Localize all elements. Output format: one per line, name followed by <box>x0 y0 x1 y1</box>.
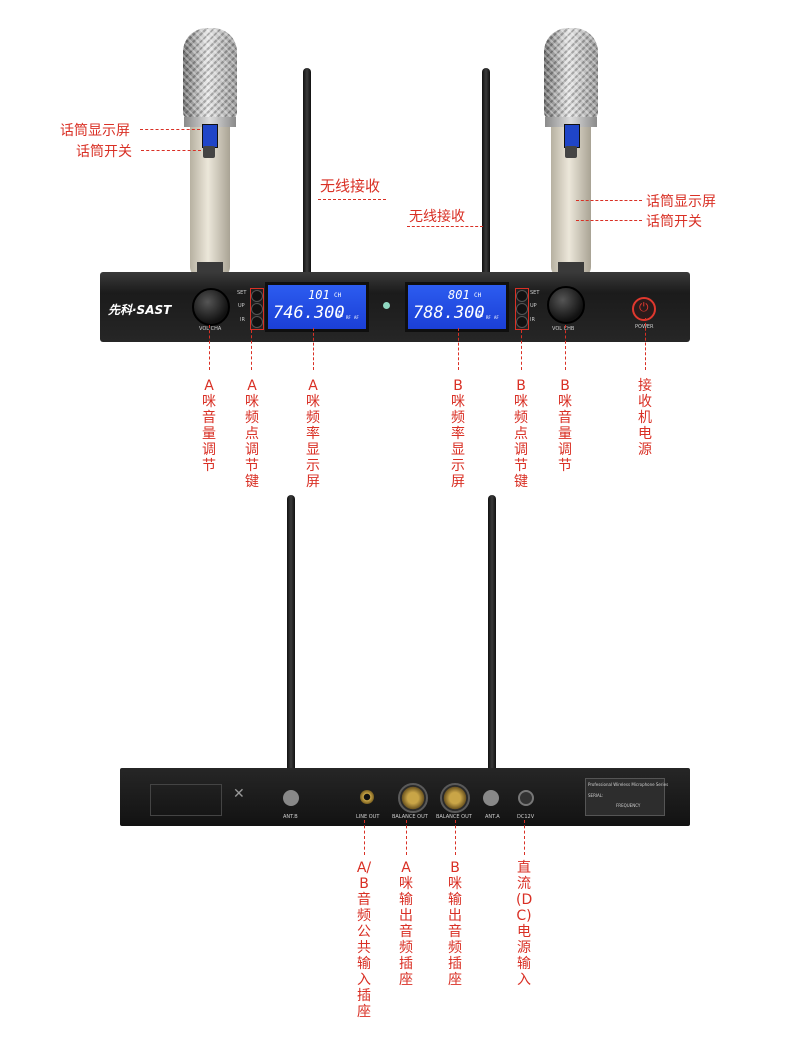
plate-frequency: FREQUENCY <box>616 803 641 808</box>
lcd-b-af: AF <box>494 315 499 320</box>
balance-out-b-jack[interactable] <box>440 783 470 813</box>
receiver-rear-panel: ✕ ANT.B LINE OUT BALANCE OUT BALANCE OUT… <box>120 768 690 826</box>
mic-a-screen <box>202 124 218 148</box>
rear-antenna-b <box>287 495 295 795</box>
lcd-a-frequency: 746.300 <box>273 303 345 323</box>
channel-a-buttons <box>250 288 264 330</box>
ir-indicator <box>383 302 390 309</box>
callout-line-out: A/B音频公共输入插座 <box>356 860 372 1020</box>
plate-title: Professional Wireless Microphone Series <box>588 782 669 787</box>
set-b-button[interactable] <box>516 290 528 302</box>
dc-in-jack[interactable] <box>518 790 534 806</box>
callout-dc-in: 直流(DC)电源输入 <box>516 860 533 988</box>
ir-b-button[interactable] <box>516 316 528 328</box>
balance-out-a-label: BALANCE OUT <box>392 814 428 820</box>
power-icon: ⏻ <box>639 300 649 314</box>
line-out-jack[interactable] <box>360 790 374 804</box>
lcd-a-ch-unit: CH <box>334 292 342 299</box>
rating-plate: Professional Wireless Microphone Series … <box>585 778 669 816</box>
btn-label-up-b: UP <box>530 303 537 309</box>
brand-logo: 先科·SAST <box>108 303 172 317</box>
balance-out-b-label: BALANCE OUT <box>436 814 472 820</box>
rear-antenna-a <box>488 495 496 795</box>
callout-lcd-b: B咪频率显示屏 <box>451 378 465 490</box>
line-out-label: LINE OUT <box>356 814 380 820</box>
btn-label-ir-a: IR <box>240 317 245 323</box>
channel-b-buttons <box>515 288 529 330</box>
callout-volume-b: B咪音量调节 <box>558 378 572 474</box>
lcd-b-frequency: 788.300 <box>413 303 485 323</box>
btn-label-set-a: SET <box>237 290 247 296</box>
label-mic-screen-left: 话筒显示屏 <box>60 123 130 139</box>
label-mic-switch-right: 话筒开关 <box>646 214 702 230</box>
ant-a-label: ANT.A <box>485 814 500 820</box>
label-mic-screen-right: 话筒显示屏 <box>646 194 716 210</box>
callout-power: 接收机电源 <box>638 378 652 458</box>
volume-a-knob[interactable] <box>192 288 230 326</box>
plate-serial: SERIAL: <box>588 793 604 798</box>
volume-a-label: VOL CHA <box>199 326 222 332</box>
power-button[interactable]: ⏻ <box>632 297 656 321</box>
mic-a-switch <box>203 146 215 158</box>
up-a-button[interactable] <box>251 303 263 315</box>
lcd-a-channel: 101 <box>308 288 330 302</box>
callout-channel-keys-a: A咪频点调节键 <box>245 378 259 490</box>
volume-b-knob[interactable] <box>547 286 585 324</box>
btn-label-up-a: UP <box>238 303 245 309</box>
lcd-b-rf: RF <box>486 315 491 320</box>
ir-a-button[interactable] <box>251 316 263 328</box>
antenna-b <box>482 68 490 280</box>
balance-out-a-jack[interactable] <box>398 783 428 813</box>
ant-a-connector <box>483 790 499 806</box>
label-mic-switch-left: 话筒开关 <box>76 144 132 160</box>
recycle-bin-icon: ✕ <box>233 786 245 802</box>
callout-lcd-a: A咪频率显示屏 <box>306 378 320 490</box>
mic-b-screen <box>564 124 580 148</box>
btn-label-set-b: SET <box>530 290 540 296</box>
lcd-a-freq-unit: MHz <box>336 313 344 318</box>
lcd-b: 801 CH 788.300 MHz RF AF <box>405 282 509 332</box>
receiver-front-panel: 先科·SAST VOL CHA SET UP IR 101 CH 746.300… <box>100 272 690 342</box>
power-label: POWER <box>635 324 654 330</box>
lcd-b-freq-unit: MHz <box>476 313 484 318</box>
lcd-a-rf: RF <box>346 315 351 320</box>
ant-b-connector <box>283 790 299 806</box>
dc-in-label: DC12V <box>517 814 535 820</box>
btn-label-ir-b: IR <box>530 317 535 323</box>
lcd-a-af: AF <box>354 315 359 320</box>
antenna-a <box>303 68 311 280</box>
set-a-button[interactable] <box>251 290 263 302</box>
volume-b-label: VOL CHB <box>552 326 575 332</box>
mic-b-switch <box>565 146 577 158</box>
rear-blank-plate <box>150 784 222 816</box>
label-antenna-right: 无线接收 <box>409 209 465 225</box>
callout-balance-out-a: A咪输出音频插座 <box>399 860 413 988</box>
callout-balance-out-b: B咪输出音频插座 <box>448 860 462 988</box>
lcd-a: 101 CH 746.300 MHz RF AF <box>265 282 369 332</box>
label-antenna-left: 无线接收 <box>320 177 381 195</box>
callout-volume-a: A咪音量调节 <box>202 378 216 474</box>
callout-channel-keys-b: B咪频点调节键 <box>514 378 528 490</box>
ant-b-label: ANT.B <box>283 814 298 820</box>
up-b-button[interactable] <box>516 303 528 315</box>
lcd-b-channel: 801 <box>448 288 470 302</box>
lcd-b-ch-unit: CH <box>474 292 482 299</box>
